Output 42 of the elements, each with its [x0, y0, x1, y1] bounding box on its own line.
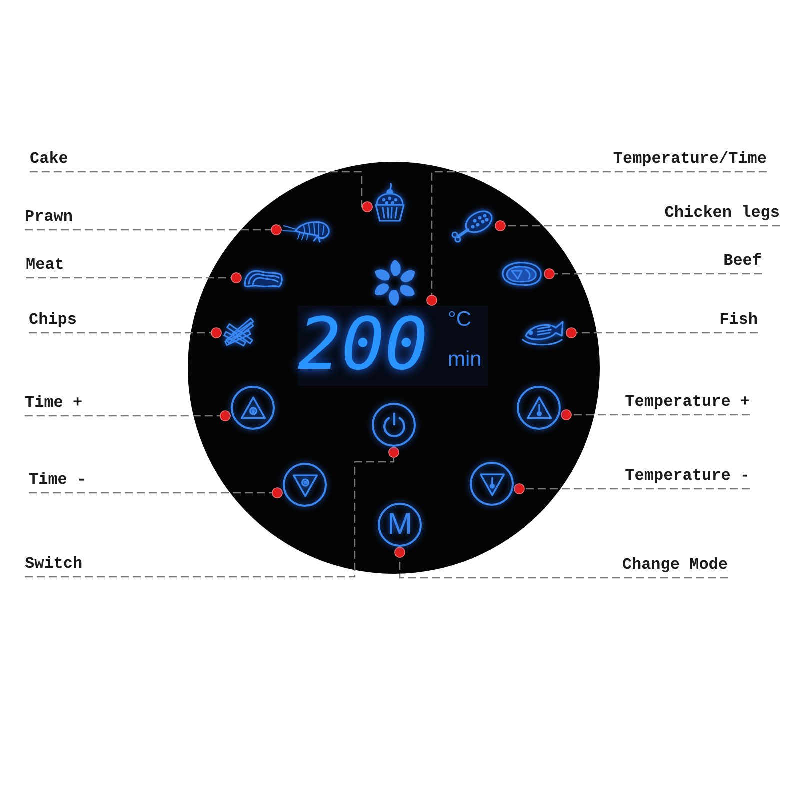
leader-line [514, 484, 750, 494]
callout-label: Temperature + [625, 393, 750, 411]
fish-on-plate-icon [520, 318, 566, 348]
cupcake-icon [373, 183, 407, 223]
leader-line [25, 447, 400, 578]
leader-line [561, 410, 750, 420]
touch-button [470, 462, 514, 506]
display-screen [298, 306, 488, 386]
callout-label: Chips [29, 311, 78, 329]
leader-line [29, 328, 222, 338]
callout-label: Temperature - [625, 467, 750, 485]
leader-line [495, 220, 780, 232]
callout-label: Beef [724, 252, 762, 270]
drumstick-icon [449, 209, 495, 243]
callout-label: Fish [720, 311, 758, 329]
leader-line [394, 547, 728, 579]
steak-icon [500, 260, 544, 288]
callout-label: Time - [29, 471, 87, 489]
mode-button: M [378, 503, 422, 547]
unit-label: °C [448, 308, 472, 332]
touch-button [231, 386, 275, 430]
leader-line [29, 488, 283, 498]
callout-label: Change Mode [622, 556, 728, 574]
leader-line [25, 224, 282, 236]
touch-button [517, 386, 561, 430]
touch-button [372, 403, 416, 447]
leader-line [30, 171, 373, 212]
leader-line [25, 410, 231, 422]
display-digits: 200 [298, 308, 428, 380]
callout-label: Temperature/Time [613, 150, 767, 168]
callout-label: Meat [26, 256, 64, 274]
unit-label: min [448, 348, 482, 372]
leader-line [426, 171, 767, 306]
touch-button [283, 463, 327, 507]
callout-label: Prawn [25, 208, 74, 226]
leader-line [26, 272, 242, 284]
callout-label: Time + [25, 394, 83, 412]
callout-label: Switch [25, 555, 83, 573]
leader-line [544, 268, 762, 280]
leader-line [566, 328, 758, 338]
callout-label: Cake [30, 150, 68, 168]
callout-label: Chicken legs [664, 204, 780, 222]
